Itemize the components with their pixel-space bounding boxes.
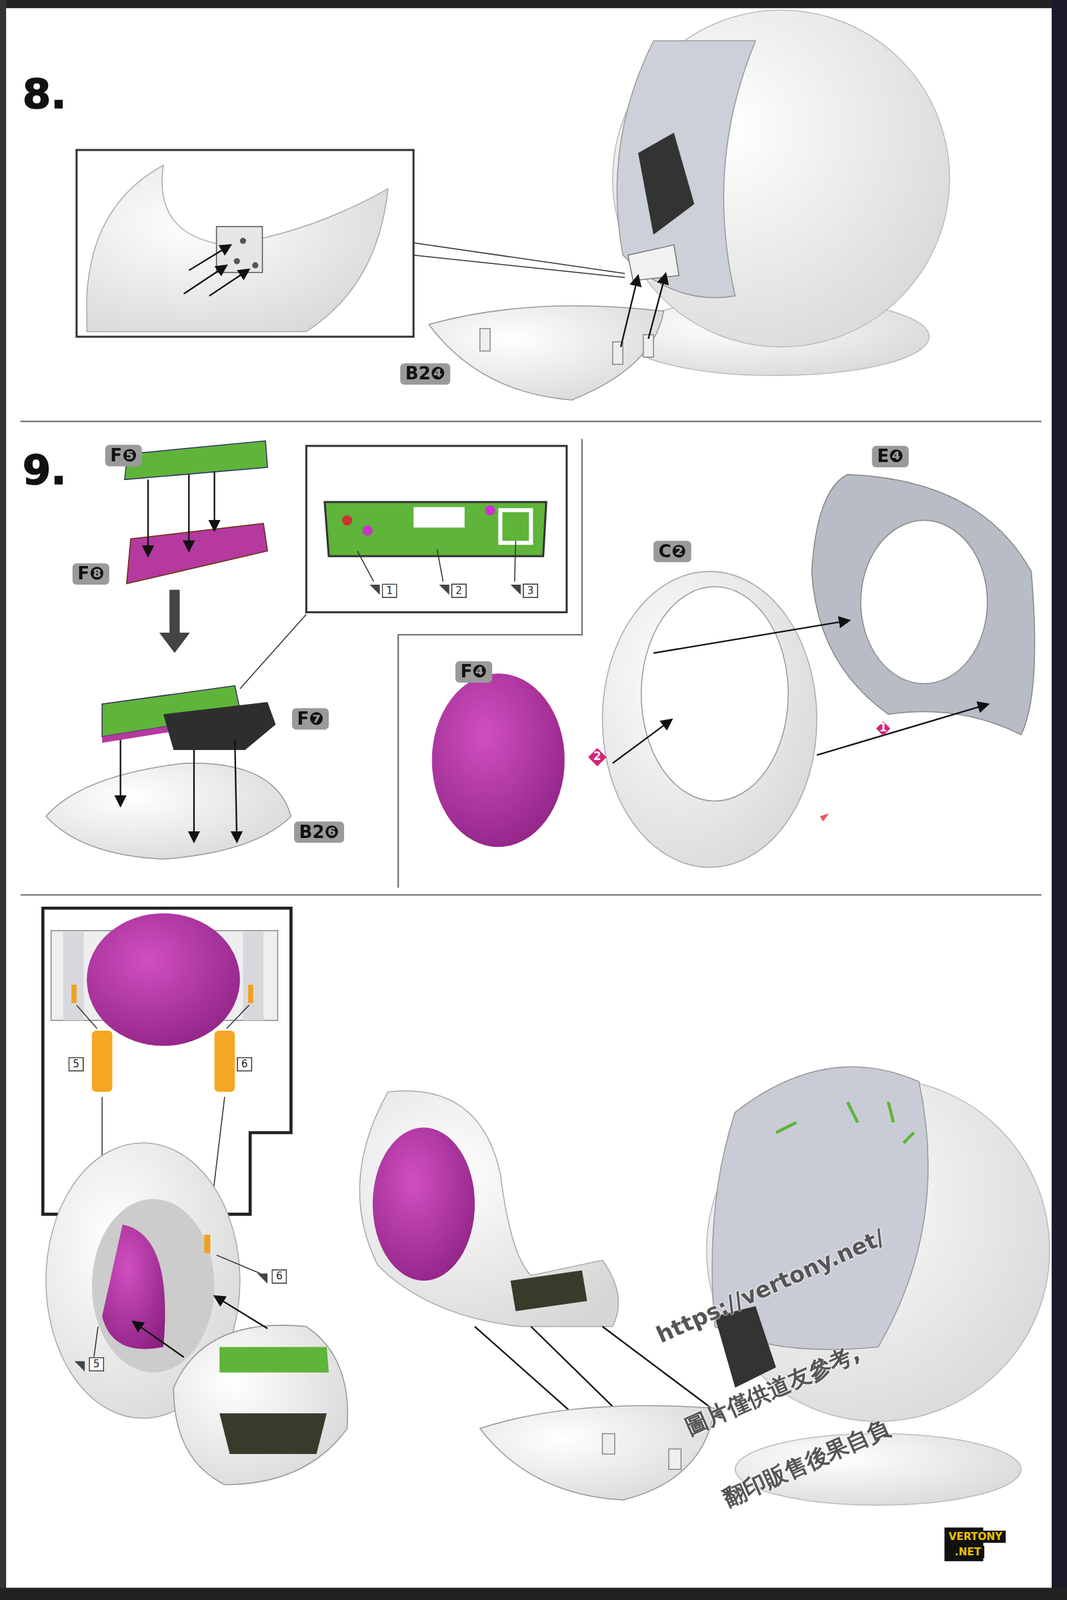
part-label: B2❹	[400, 363, 451, 385]
part-label: F❼	[292, 708, 329, 730]
part-label: F❽	[72, 563, 110, 585]
logo-text: .NET	[951, 1546, 985, 1559]
sticker-number: 5	[88, 1357, 105, 1372]
part-label: F❹	[455, 661, 493, 683]
step-order-number: 1	[876, 722, 891, 735]
logo-text: VERTONY	[945, 1531, 1006, 1544]
step-number: 9.	[22, 448, 67, 490]
sticker-number: 2	[451, 584, 467, 599]
part-label: B2❻	[294, 821, 345, 843]
step-number: 8.	[22, 73, 67, 115]
part-label: C❷	[653, 540, 691, 563]
sticker-number: 6	[271, 1269, 287, 1284]
step-order-number: 2	[590, 751, 605, 763]
part-label: F❺	[105, 444, 143, 467]
sticker-number: 6	[236, 1057, 253, 1072]
sticker-number: 3	[522, 584, 539, 599]
part-label: E❹	[872, 446, 909, 468]
sticker-number: 1	[382, 584, 398, 599]
sticker-number: 5	[68, 1057, 85, 1072]
